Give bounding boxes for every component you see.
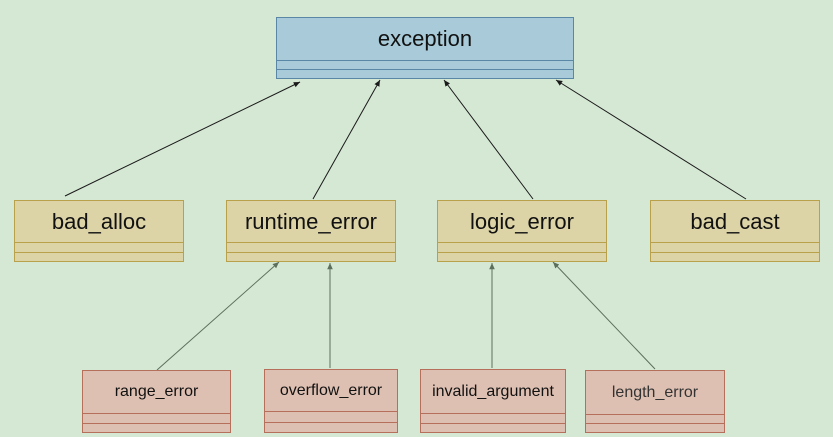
methods-compartment: [421, 422, 565, 433]
attributes-compartment: [586, 415, 724, 423]
class-bad-alloc[interactable]: bad_alloc: [14, 200, 184, 262]
class-exception[interactable]: exception: [276, 17, 574, 79]
edge-bad-alloc-to-exception: [64, 81, 301, 197]
methods-compartment: [586, 423, 724, 432]
class-runtime-error[interactable]: runtime_error: [226, 200, 396, 262]
edge-bad-cast-to-exception: [555, 79, 747, 200]
class-name: bad_cast: [651, 201, 819, 243]
class-logic-error[interactable]: logic_error: [437, 200, 607, 262]
edge-length-error-to-logic-error: [552, 261, 656, 370]
attributes-compartment: [15, 243, 183, 252]
class-name: invalid_argument: [421, 370, 565, 414]
methods-compartment: [227, 251, 395, 262]
class-name: length_error: [586, 371, 724, 415]
attributes-compartment: [421, 414, 565, 423]
methods-compartment: [265, 421, 397, 433]
edge-runtime-error-to-exception: [312, 79, 381, 200]
class-overflow-error[interactable]: overflow_error: [264, 369, 398, 433]
edge-range-error-to-runtime-error: [156, 261, 280, 371]
methods-compartment: [438, 251, 606, 262]
methods-compartment: [277, 69, 573, 78]
methods-compartment: [651, 251, 819, 262]
edge-logic-error-to-exception: [443, 79, 534, 200]
class-length-error[interactable]: length_error: [585, 370, 725, 433]
class-name: runtime_error: [227, 201, 395, 243]
class-name: logic_error: [438, 201, 606, 243]
class-name: range_error: [83, 371, 230, 414]
attributes-compartment: [651, 243, 819, 252]
class-bad-cast[interactable]: bad_cast: [650, 200, 820, 262]
methods-compartment: [15, 251, 183, 262]
attributes-compartment: [227, 243, 395, 252]
class-name: bad_alloc: [15, 201, 183, 243]
class-range-error[interactable]: range_error: [82, 370, 231, 433]
attributes-compartment: [265, 412, 397, 422]
class-name: overflow_error: [265, 370, 397, 412]
attributes-compartment: [438, 243, 606, 252]
attributes-compartment: [83, 414, 230, 423]
methods-compartment: [83, 422, 230, 433]
attributes-compartment: [277, 61, 573, 69]
class-invalid-argument[interactable]: invalid_argument: [420, 369, 566, 433]
class-name: exception: [277, 18, 573, 61]
